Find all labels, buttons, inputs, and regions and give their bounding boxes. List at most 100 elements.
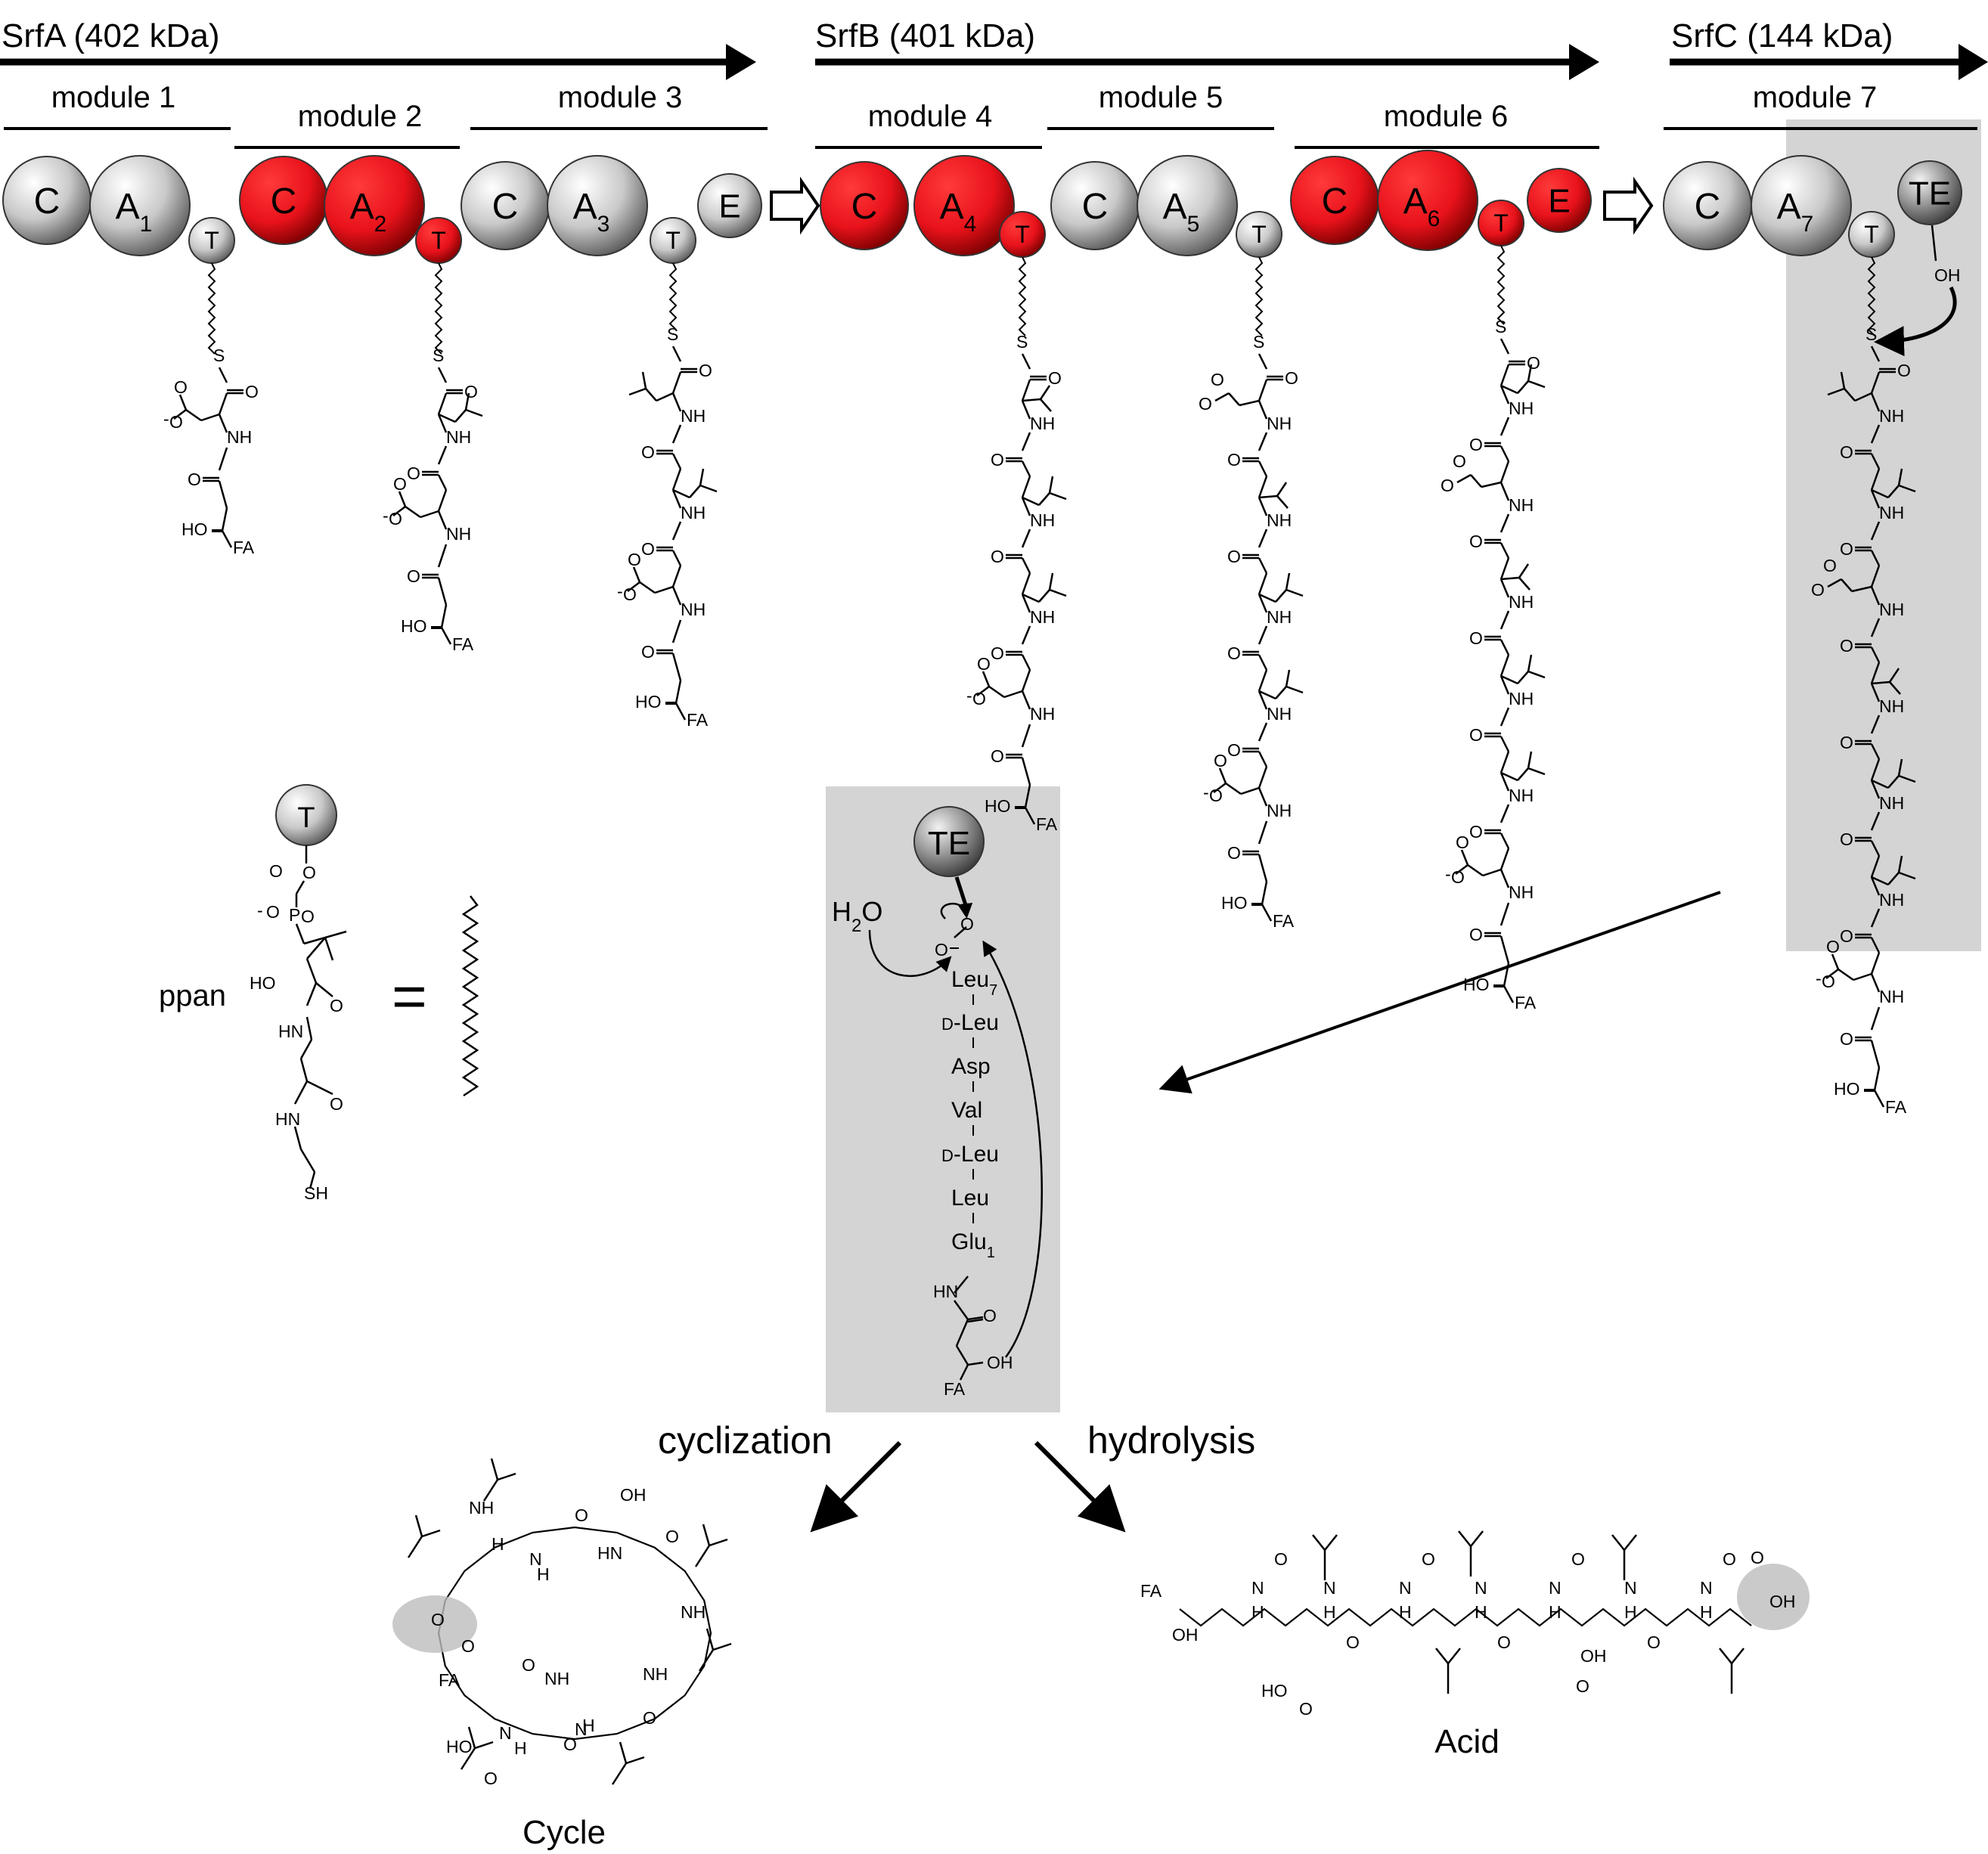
svg-text:HN: HN — [275, 1109, 300, 1129]
svg-text:FA: FA — [1036, 814, 1058, 834]
svg-text:FA: FA — [233, 538, 255, 557]
svg-text:N: N — [1475, 1578, 1487, 1598]
svg-text:O: O — [575, 1505, 588, 1525]
ppan-wavy-symbol — [461, 895, 479, 1097]
svg-text:NH: NH — [1879, 793, 1904, 813]
svg-text:O: O — [1469, 822, 1483, 842]
svg-text:S: S — [1865, 324, 1877, 344]
module-label-6: module 6 — [1384, 100, 1509, 133]
svg-text:O: O — [1211, 370, 1224, 389]
svg-text:O: O — [1840, 636, 1853, 656]
svg-text:N: N — [1549, 1578, 1562, 1598]
module-label-3: module 3 — [558, 81, 683, 114]
protein-label-srfb: SrfB (401 kDa) — [815, 17, 1035, 54]
tethered-intermediates: SO-OONHOHOFASONHO-OONHOHOFASONHONHO-OONH… — [163, 225, 1961, 1117]
svg-text:N: N — [575, 1719, 588, 1739]
svg-text:N: N — [1323, 1578, 1336, 1598]
svg-text:O: O — [1214, 751, 1227, 770]
svg-text:SH: SH — [304, 1183, 328, 1203]
svg-text:H: H — [537, 1564, 550, 1584]
svg-text:S: S — [1495, 317, 1506, 336]
svg-text:FA: FA — [944, 1379, 966, 1399]
svg-text:H: H — [492, 1534, 504, 1554]
svg-text:H: H — [1251, 1602, 1264, 1622]
svg-text:NH: NH — [1509, 592, 1534, 612]
svg-text:H: H — [1624, 1602, 1637, 1622]
svg-text:O: O — [1840, 442, 1853, 462]
domain-c-13: C — [1050, 161, 1140, 250]
chain-residue-1: D-Leu — [941, 1010, 999, 1035]
svg-text:O: O — [1274, 1549, 1288, 1569]
svg-text:N: N — [529, 1549, 542, 1569]
domain-a1-1: A1 — [89, 155, 191, 256]
svg-text:O: O — [269, 861, 283, 881]
svg-text:O: O — [991, 643, 1004, 663]
water-label: H2O — [832, 896, 882, 936]
module-label-5: module 5 — [1099, 81, 1224, 114]
svg-text:A6: A6 — [1403, 181, 1441, 231]
svg-text:O: O — [484, 1769, 498, 1788]
svg-text:O: O — [991, 547, 1004, 566]
svg-text:O: O — [1751, 1548, 1764, 1567]
svg-text:NH: NH — [1267, 704, 1292, 724]
svg-text:O: O — [1723, 1549, 1736, 1569]
svg-text:O: O — [1527, 353, 1540, 373]
svg-text:O: O — [628, 550, 641, 569]
svg-text:O: O — [1227, 740, 1241, 760]
svg-text:O: O — [1451, 867, 1465, 887]
svg-text:S: S — [433, 346, 444, 365]
svg-text:HO: HO — [446, 1737, 473, 1756]
svg-text:FA: FA — [1140, 1581, 1162, 1601]
domain-c-16: C — [1290, 156, 1379, 245]
svg-text:T: T — [1864, 221, 1879, 248]
te-mechanism-box — [826, 786, 1060, 1412]
svg-text:O: O — [1811, 580, 1825, 600]
domain-t-18: T — [1478, 200, 1524, 246]
protein-label-srfa: SrfA (402 kDa) — [2, 17, 220, 54]
svg-text:A1: A1 — [116, 187, 153, 237]
domain-c-20: C — [1663, 161, 1752, 250]
svg-text:C: C — [851, 187, 878, 227]
svg-text:O: O — [1469, 725, 1483, 745]
svg-text:O: O — [991, 450, 1004, 470]
domain-a3-7: A3 — [547, 155, 648, 256]
domain-c-3: C — [239, 156, 328, 245]
svg-text:O: O — [464, 382, 478, 401]
svg-text:O: O — [1840, 926, 1853, 946]
svg-text:C: C — [1082, 187, 1109, 227]
svg-text:OH: OH — [987, 1353, 1013, 1372]
svg-text:H: H — [1475, 1602, 1487, 1622]
te-domain-label: TE — [928, 825, 970, 862]
svg-text:O: O — [1822, 972, 1835, 991]
svg-text:O: O — [1048, 368, 1062, 388]
svg-text:NH: NH — [469, 1498, 494, 1518]
domain-a7-21: A7 — [1751, 155, 1852, 256]
svg-text:O: O — [301, 907, 315, 926]
svg-text:O: O — [1441, 476, 1454, 495]
svg-text:O: O — [188, 470, 201, 489]
svg-text:C: C — [34, 181, 60, 222]
svg-text:O: O — [977, 654, 991, 674]
svg-text:NH: NH — [681, 600, 706, 619]
te-domain-sphere — [913, 806, 985, 877]
svg-text:O: O — [245, 382, 259, 401]
domain-c-10: C — [820, 161, 909, 250]
svg-text:A5: A5 — [1163, 187, 1200, 237]
svg-text:O: O — [1469, 925, 1483, 944]
svg-text:NH: NH — [1267, 801, 1292, 820]
svg-text:O: O — [407, 566, 420, 586]
svg-text:O: O — [1227, 843, 1241, 863]
svg-text:O: O — [1647, 1632, 1661, 1652]
svg-text:H: H — [582, 1716, 595, 1735]
hollow-arrows — [770, 176, 1654, 235]
svg-text:T: T — [665, 227, 681, 254]
cyclization-label: cyclization — [658, 1419, 833, 1462]
svg-text:HO: HO — [1261, 1681, 1288, 1701]
svg-text:NH: NH — [643, 1664, 668, 1684]
svg-text:C: C — [271, 181, 297, 222]
